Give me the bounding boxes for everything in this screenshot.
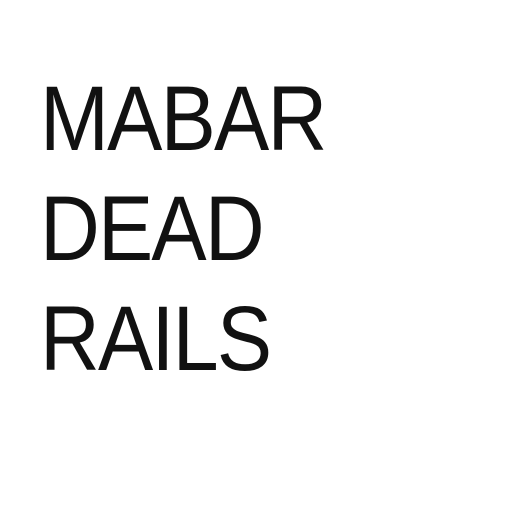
title-line-2: DEAD bbox=[40, 178, 265, 280]
title-line-1: MABAR bbox=[40, 68, 327, 170]
title-line-3: RAILS bbox=[40, 288, 272, 390]
title-text: MABAR DEAD RAILS bbox=[40, 64, 327, 394]
